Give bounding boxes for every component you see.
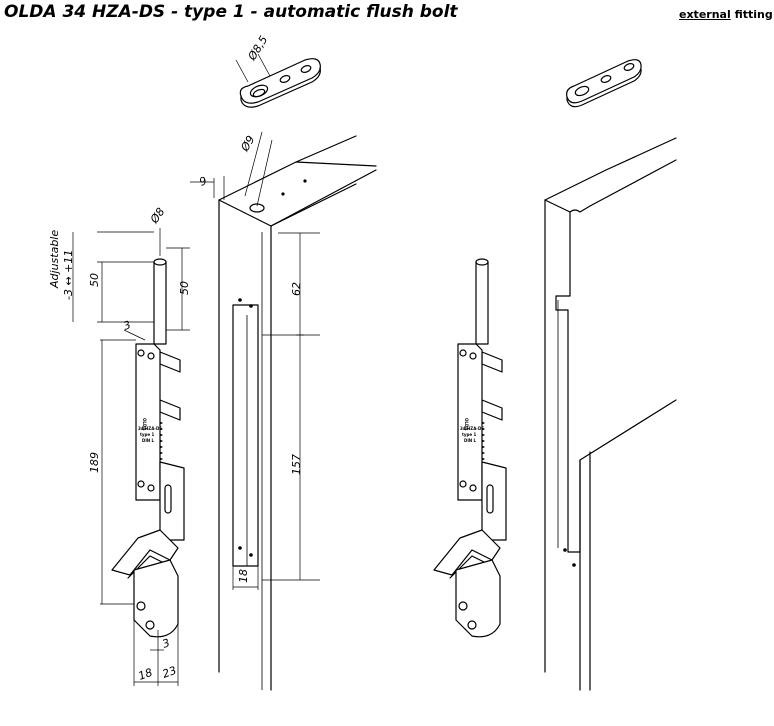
screw-mark <box>249 553 253 557</box>
slot-width-dim <box>232 566 259 590</box>
flush-bolt-left: OLDA 34 HZA-DS type 1 DIN L <box>111 258 185 638</box>
fitting-type-word: external <box>679 8 731 21</box>
bolt-brand-label-right: OLDA <box>464 418 469 431</box>
thickness-3-top-label: 3 <box>122 318 133 333</box>
bolt-type-label-right: type 1 <box>462 432 476 437</box>
slot-157-label: 157 <box>290 454 303 475</box>
bolt-model-label: 34 HZA-DS <box>138 426 162 431</box>
door-frame-right <box>544 137 677 691</box>
offset-9-label: 9 <box>198 174 209 189</box>
slot-width-18-label: 18 <box>237 569 250 583</box>
offset-dimension <box>190 176 225 200</box>
screw-mark <box>303 179 307 183</box>
fitting-type-rest: fitting <box>730 8 773 21</box>
screw-mark <box>572 563 576 567</box>
bolt-type-label: type 1 <box>140 432 154 437</box>
bolt-extra-label: DIN L <box>142 438 155 443</box>
door-frame-left <box>218 135 377 691</box>
frame-vertical-dims <box>262 232 320 581</box>
top-62-label: 62 <box>290 282 303 296</box>
rod-50-left-label: 50 <box>88 273 101 287</box>
frame-hole-dimension <box>244 131 273 207</box>
rod-diameter: Ø8 <box>147 205 167 226</box>
screw-mark <box>238 546 242 550</box>
gap-3-bottom-label: 3 <box>161 636 172 651</box>
screw-mark <box>563 548 567 552</box>
screw-mark <box>281 192 285 196</box>
adjust-range-label: -3 ↔ +11 <box>62 250 75 300</box>
total-189-label: 189 <box>88 452 101 473</box>
bolt-model-label-right: 34 HZA-DS <box>460 426 484 431</box>
rod-50-right-label: 50 <box>178 281 191 295</box>
flush-bolt-right: OLDA 34 HZA-DS type 1 DIN L <box>433 258 507 638</box>
diagram-title: OLDA 34 HZA-DS - type 1 - automatic flus… <box>4 2 458 22</box>
bolt-extra-label-right: DIN L <box>464 438 477 443</box>
plate-hole-diameter: Ø8,5 <box>245 34 270 64</box>
strike-plate-right <box>566 59 642 108</box>
strike-plate-left <box>235 53 321 108</box>
width-23-label: 23 <box>161 664 179 681</box>
bolt-brand-label: OLDA <box>142 418 147 431</box>
fitting-type-label: external fitting <box>679 8 773 21</box>
bolt-dimension-lines <box>72 228 190 686</box>
screw-mark <box>238 298 242 302</box>
width-18-label: 18 <box>137 666 155 683</box>
screw-mark <box>249 304 253 308</box>
frame-hole-diameter: Ø9 <box>238 133 258 154</box>
adjustable-label: Adjustable <box>48 230 61 289</box>
